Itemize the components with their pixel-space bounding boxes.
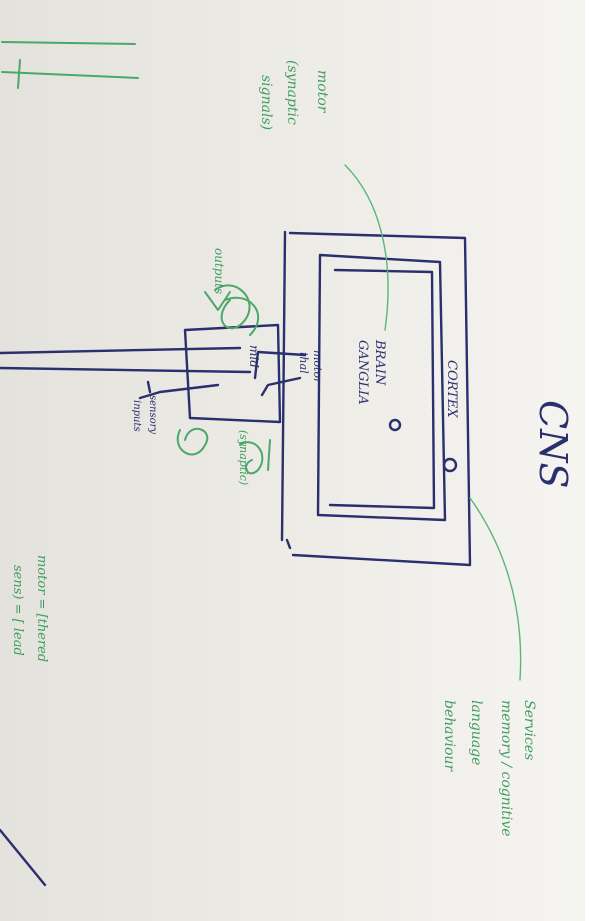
- brain-inner-box: [328, 268, 436, 510]
- green-scribble-6: [267, 439, 271, 471]
- cortex-box: [316, 253, 447, 522]
- services-line-3: language: [468, 700, 484, 765]
- green-scribble-5: [239, 441, 264, 475]
- ganglia-label: GANGLIA: [355, 340, 370, 405]
- hyp-left-line-2: (synaptic: [284, 60, 300, 125]
- cns-outer-tick: [285, 538, 292, 550]
- arrow-head: [146, 380, 152, 394]
- bottom-diagonal: [0, 828, 47, 887]
- inputs-label: inputs: [131, 400, 142, 432]
- mid-note-label: (synaptic): [237, 430, 250, 485]
- page-edge: [585, 0, 589, 921]
- leader-line-left: [344, 164, 389, 331]
- cns-outer-left: [280, 230, 287, 542]
- green-scribble-4: [176, 427, 209, 456]
- spinal-line-lower: [0, 366, 252, 374]
- motor-arrow: [253, 350, 307, 380]
- sensory-out-arrow: [138, 383, 220, 400]
- green-scribble-3: [204, 291, 231, 311]
- green-stroke-top-2: [1, 71, 139, 79]
- hyp-left-line-3: signals): [258, 75, 274, 130]
- ganglia-marker-icon: [388, 418, 402, 432]
- services-line-2: memory / cognitive: [498, 700, 514, 837]
- cns-outer-box: [288, 231, 472, 567]
- green-stroke-top-1: [1, 41, 136, 45]
- sensory-arrow: [260, 376, 302, 397]
- green-stroke-top-3: [17, 59, 21, 89]
- services-line-4: behaviour: [441, 700, 457, 772]
- mid-label: mid: [247, 345, 261, 368]
- cns-label: CNS: [531, 400, 575, 488]
- sensory-label: sensory: [147, 395, 158, 434]
- green-scribble-2: [224, 296, 260, 336]
- spinal-line-upper: [0, 346, 242, 355]
- motor-label: motor: [311, 350, 324, 384]
- thalamus-label: thal: [297, 352, 310, 374]
- cortex-marker-icon: [442, 457, 458, 473]
- legend-line-2: sens) = [ lead: [10, 565, 25, 656]
- brain-label: BRAIN: [372, 339, 387, 386]
- outputs-label: outputs: [212, 248, 226, 294]
- hyp-left-line-1: motor: [314, 70, 330, 114]
- leader-line-right: [469, 497, 522, 681]
- cortex-label: CORTEX: [444, 360, 459, 418]
- green-scribble-1: [214, 284, 251, 330]
- services-line-1: Services: [521, 700, 537, 760]
- legend-line-1: motor = [thered: [34, 555, 49, 662]
